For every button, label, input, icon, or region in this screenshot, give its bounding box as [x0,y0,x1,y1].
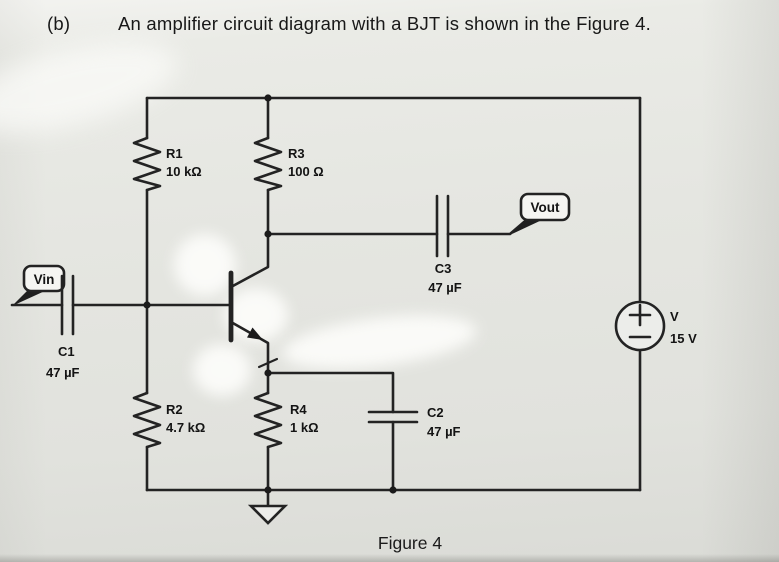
r1-value-label: 10 kΩ [166,164,202,179]
junction-dot [143,301,151,309]
question-text: An amplifier circuit diagram with a BJT … [118,13,651,34]
resistor-r1: R1 10 kΩ [132,96,202,192]
dc-voltage-source: V 15 V [614,300,697,352]
junction-dot [389,486,397,494]
r2-value-label: 4.7 kΩ [166,420,205,435]
junction-dot [264,230,272,238]
resistor-r2: R2 4.7 kΩ [132,391,205,492]
bjt-transistor [228,232,279,375]
resistor-zigzag [253,136,283,192]
wire-emitter-to-c2 [266,371,395,414]
scan-bottom-edge [0,554,779,562]
vin-tag-pointer [12,288,47,306]
r4-value-label: 1 kΩ [290,420,319,435]
junction-dot [264,94,272,102]
r3-ref-label: R3 [288,146,305,161]
source-ref-label: V [670,309,679,324]
r2-ref-label: R2 [166,402,183,417]
r3-value-label: 100 Ω [288,164,324,179]
vout-port: Vout [512,192,571,234]
whiteout-smudge [174,234,236,296]
wire-c3-to-vout [446,220,526,236]
junction-dots [143,94,397,494]
resistor-zigzag [253,391,283,449]
c2-value-label: 47 µF [427,424,461,439]
c1-ref-label: C1 [58,344,75,359]
r1-ref-label: R1 [166,146,183,161]
r4-ref-label: R4 [290,402,307,417]
whiteout-smudge [193,344,251,396]
c3-ref-label: C3 [435,261,452,276]
question-heading: (b) An amplifier circuit diagram with a … [0,13,779,41]
junction-dot [264,486,272,494]
ground-triangle-icon [247,504,289,525]
resistor-zigzag [132,391,162,449]
resistor-zigzag [132,136,162,192]
transistor-collector-lead [229,232,270,289]
vin-label: Vin [34,272,55,287]
vin-port: Vin [12,264,66,306]
vout-label: Vout [531,200,560,215]
vin-tag-box [22,264,66,293]
resistor-r4: R4 1 kΩ [253,371,319,492]
c1-value-label: 47 µF [46,365,80,380]
source-value-label: 15 V [670,331,697,346]
resistor-r3: R3 100 Ω [253,96,324,236]
c3-value-label: 47 µF [428,280,462,295]
c2-ref-label: C2 [427,405,444,420]
figure-caption: Figure 4 [377,533,443,553]
emitter-arrow-icon [247,327,263,340]
capacitor-c3: C3 47 µF [266,194,526,295]
capacitor-c1: C1 47 µF [10,274,233,380]
vout-tag-box [519,192,571,222]
junction-dot [264,369,272,377]
capacitor-c2: C2 47 µF [266,371,461,492]
ground-symbol [247,488,289,525]
scan-stray-mark [257,357,279,369]
question-item-label: (b) [47,13,71,34]
